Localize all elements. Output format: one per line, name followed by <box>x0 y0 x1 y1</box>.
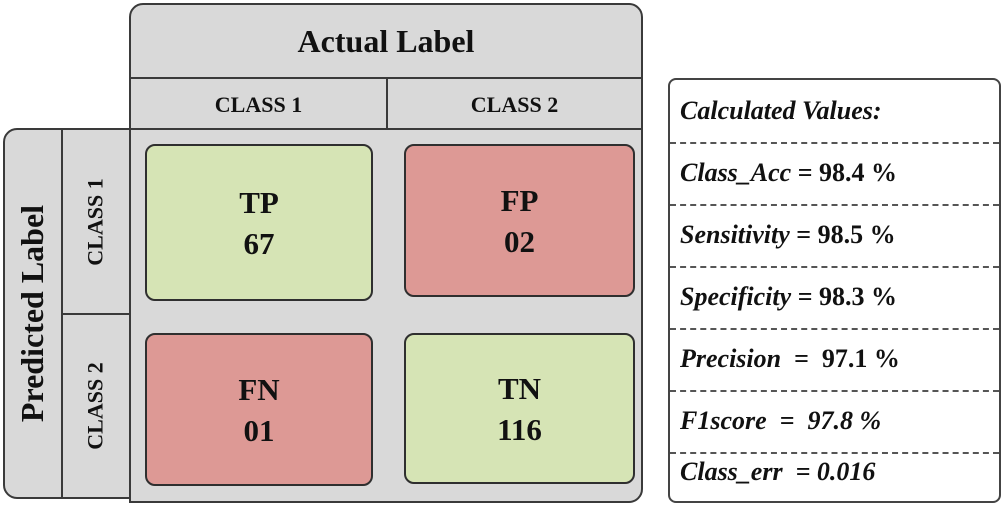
false-positive-cell: FP 02 <box>404 144 635 297</box>
metric-value: = 0.016 <box>782 457 876 486</box>
metric-row-sensitivity: Sensitivity = 98.5 % <box>670 204 999 268</box>
metric-name: Sensitivity <box>680 220 790 249</box>
fn-label: FN <box>238 371 280 407</box>
metric-row-precision: Precision = 97.1 % <box>670 328 999 392</box>
metric-value: = 98.4 % <box>791 158 898 187</box>
actual-class-1-label: CLASS 1 <box>131 79 388 130</box>
metric-row-class-err: Class_err = 0.016 <box>670 441 999 503</box>
predicted-class-2-label: CLASS 2 <box>83 362 109 450</box>
tn-value: 116 <box>497 411 542 447</box>
true-positive-cell: TP 67 <box>145 144 373 301</box>
metric-value: = 97.8 % <box>766 406 882 435</box>
predicted-label-title: Predicted Label <box>14 204 51 423</box>
predicted-label-header: Predicted Label CLASS 1 CLASS 2 <box>3 128 131 499</box>
metric-row-specificity: Specificity = 98.3 % <box>670 266 999 330</box>
actual-label-title: Actual Label <box>131 5 641 79</box>
confusion-matrix: TP 67 FP 02 FN 01 TN 116 <box>129 128 643 503</box>
metric-name: Class_Acc <box>680 158 792 187</box>
actual-class-2-label: CLASS 2 <box>470 91 559 117</box>
metric-value: = 98.5 % <box>789 220 896 249</box>
calculated-values-heading: Calculated Values: <box>670 80 999 144</box>
predicted-class-2-column: CLASS 2 <box>63 315 129 497</box>
metric-row-class-acc: Class_Acc = 98.4 % <box>670 142 999 206</box>
fp-value: 02 <box>504 223 535 259</box>
tp-label: TP <box>239 184 279 220</box>
metric-name: Specificity <box>680 282 792 311</box>
predicted-class-1-label: CLASS 1 <box>83 177 109 266</box>
tp-value: 67 <box>243 225 275 261</box>
metric-row-f1score: F1score = 97.8 % <box>670 390 999 454</box>
metric-value: = 98.3 % <box>791 282 898 311</box>
tn-label: TN <box>497 370 542 406</box>
calculated-values-panel: Calculated Values: Class_Acc = 98.4 % Se… <box>668 78 1001 503</box>
metric-value: = 97.1 % <box>781 344 900 373</box>
metric-name: Precision <box>680 344 782 373</box>
false-negative-cell: FN 01 <box>145 333 373 486</box>
actual-label-header: Actual Label CLASS 1 CLASS 2 <box>129 3 643 130</box>
metric-name: F1score <box>680 406 767 435</box>
metric-name: Class_err <box>680 457 783 486</box>
fp-label: FP <box>500 182 539 218</box>
predicted-class-1-column: CLASS 1 <box>63 130 129 315</box>
fn-value: 01 <box>243 412 275 448</box>
true-negative-cell: TN 116 <box>404 333 635 484</box>
predicted-label-title-column: Predicted Label <box>5 130 63 497</box>
